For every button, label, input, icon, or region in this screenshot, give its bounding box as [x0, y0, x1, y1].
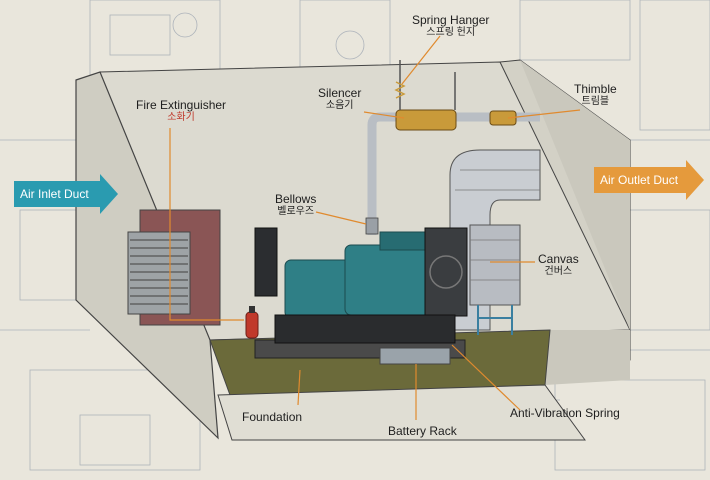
bellows-joint — [365, 217, 379, 235]
spring-hanger-en: Spring Hanger — [412, 13, 490, 27]
canvas-connector — [469, 224, 521, 306]
thimble-label: Thimble 트림블 — [574, 82, 617, 108]
front-ledge — [217, 384, 586, 441]
thimble-ko: 트림블 — [581, 96, 610, 108]
louver-grille — [127, 231, 191, 315]
silencer-en: Silencer — [318, 86, 362, 100]
engine-block — [344, 244, 436, 316]
leader-lines — [169, 35, 581, 420]
exhaust-system — [365, 60, 540, 235]
arrow-right-icon — [100, 174, 118, 214]
air-outlet-label: Air Outlet Duct — [594, 167, 686, 193]
right-wall-face — [520, 60, 630, 385]
canvas-ko: 건버스 — [544, 266, 573, 278]
fire-extinguisher-en: Fire Extinguisher — [136, 98, 227, 112]
alternator — [284, 259, 351, 319]
silencer-label: Silencer 소음기 — [318, 86, 361, 112]
bellows-label: Bellows 벨로우즈 — [275, 192, 316, 218]
canvas-label: Canvas 건버스 — [538, 252, 579, 278]
thimble-body — [489, 110, 517, 126]
silencer-body — [395, 109, 457, 131]
arrow-right-icon — [686, 160, 704, 200]
thimble-en: Thimble — [574, 82, 617, 96]
outlet-duct — [449, 149, 541, 335]
anti-vibration-spring-label: Anti-Vibration Spring — [510, 406, 620, 420]
bellows-ko: 벨로우즈 — [277, 206, 315, 218]
spring-hanger-ko: 스프링 헌지 — [426, 27, 476, 39]
air-inlet-duct-arrow: Air Inlet Duct — [14, 174, 118, 214]
spring-coil — [394, 81, 406, 99]
fire-extinguisher-ko: 소화기 — [167, 112, 195, 124]
generator-set — [254, 227, 468, 365]
bellows-en: Bellows — [275, 192, 317, 206]
radiator-fan — [429, 255, 463, 289]
battery-rack-label: Battery Rack — [388, 424, 457, 438]
fire-extinguisher — [245, 306, 259, 339]
spring-hanger-label: Spring Hanger 스프링 헌지 — [412, 13, 489, 39]
control-panel — [254, 227, 278, 297]
foundation-en: Foundation — [242, 410, 303, 424]
anti-vibration-spring-en: Anti-Vibration Spring — [510, 406, 620, 420]
air-inlet-label: Air Inlet Duct — [14, 181, 100, 207]
generator-base — [274, 314, 456, 344]
radiator — [424, 227, 468, 317]
duct-stand — [477, 305, 513, 335]
silencer-ko: 소음기 — [325, 100, 354, 112]
air-outlet-duct-arrow: Air Outlet Duct — [594, 160, 704, 200]
battery-rack-box — [379, 347, 451, 365]
canvas-en: Canvas — [538, 252, 579, 266]
foundation-label: Foundation — [242, 410, 302, 424]
fire-extinguisher-label: Fire Extinguisher 소화기 — [136, 98, 226, 124]
battery-rack-en: Battery Rack — [388, 424, 457, 438]
